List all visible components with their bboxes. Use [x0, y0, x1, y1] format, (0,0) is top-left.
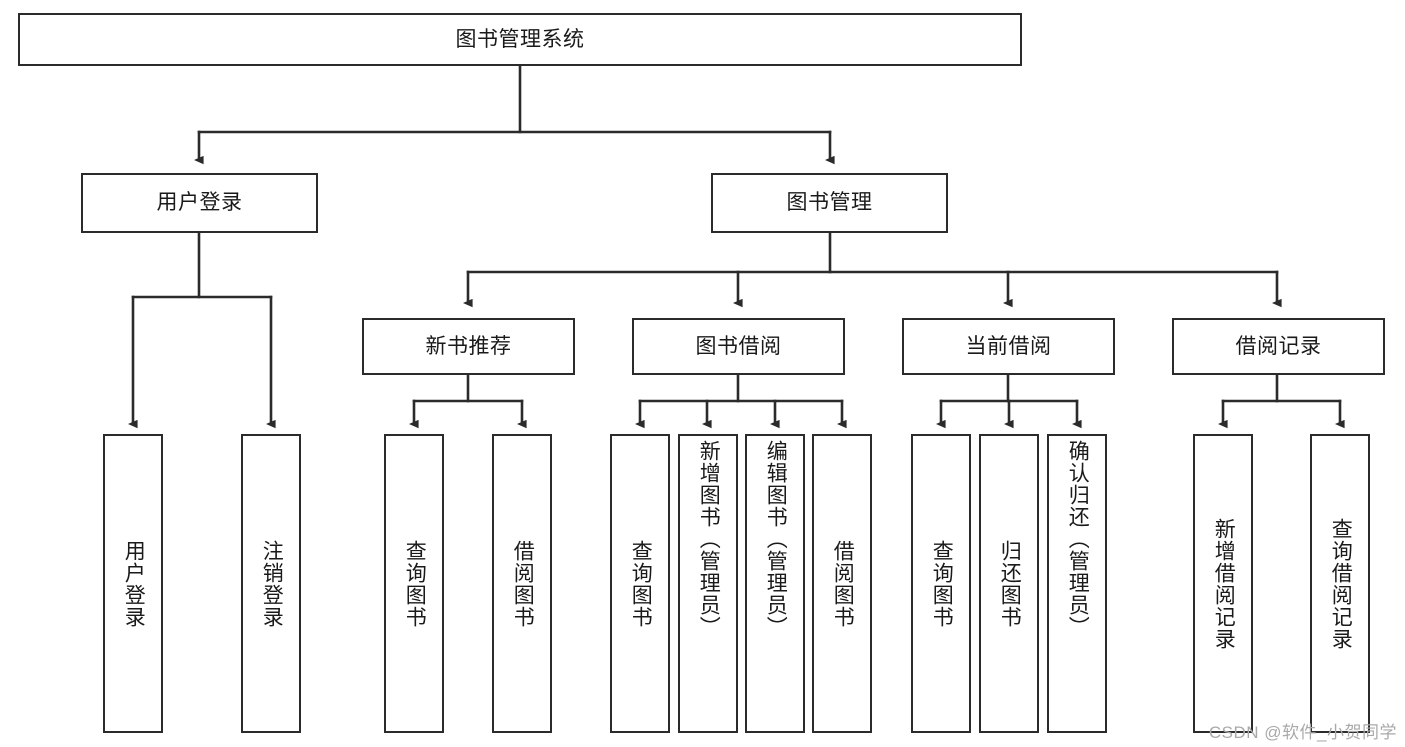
node-leaf-confirm-return[interactable]: 确认归还（管理员）: [1047, 434, 1107, 733]
node-leaf-return-book-label: 归还图书: [998, 539, 1022, 628]
node-leaf-borrow-book-1-label: 借阅图书: [511, 539, 535, 628]
node-new-book-recommend-label: 新书推荐: [425, 334, 512, 358]
node-leaf-borrow-book-1[interactable]: 借阅图书: [492, 434, 552, 733]
node-leaf-query-borrow-record[interactable]: 查询借阅记录: [1310, 434, 1370, 733]
node-book-manage-label: 图书管理: [786, 191, 873, 215]
node-user-login[interactable]: 用户登录: [81, 173, 318, 233]
node-user-login-label: 用户登录: [156, 191, 243, 215]
node-leaf-add-borrow-record[interactable]: 新增借阅记录: [1193, 434, 1253, 733]
node-leaf-query-book-3[interactable]: 查询图书: [911, 434, 971, 733]
node-book-borrow-label: 图书借阅: [695, 334, 782, 358]
node-leaf-user-login[interactable]: 用户登录: [103, 434, 163, 733]
node-leaf-add-borrow-record-label: 新增借阅记录: [1212, 517, 1236, 650]
node-borrow-record-label: 借阅记录: [1235, 334, 1322, 358]
node-root-label: 图书管理系统: [455, 27, 585, 51]
node-leaf-add-book-label: 新增图书（管理员）: [697, 440, 721, 638]
node-book-manage[interactable]: 图书管理: [711, 173, 948, 233]
node-current-borrow[interactable]: 当前借阅: [902, 318, 1115, 375]
node-borrow-record[interactable]: 借阅记录: [1172, 318, 1385, 375]
node-leaf-edit-book-label: 编辑图书（管理员）: [764, 440, 788, 638]
node-leaf-borrow-book-2-label: 借阅图书: [831, 539, 855, 628]
node-book-borrow[interactable]: 图书借阅: [632, 318, 845, 375]
node-leaf-return-book[interactable]: 归还图书: [979, 434, 1039, 733]
node-leaf-logout-login-label: 注销登录: [260, 539, 284, 628]
node-leaf-logout-login[interactable]: 注销登录: [241, 434, 301, 733]
node-new-book-recommend[interactable]: 新书推荐: [362, 318, 575, 375]
node-current-borrow-label: 当前借阅: [965, 334, 1052, 358]
node-leaf-confirm-return-label: 确认归还（管理员）: [1066, 440, 1090, 638]
node-leaf-add-book[interactable]: 新增图书（管理员）: [678, 434, 738, 733]
node-leaf-edit-book[interactable]: 编辑图书（管理员）: [745, 434, 805, 733]
node-leaf-query-book-3-label: 查询图书: [930, 539, 954, 628]
node-leaf-query-borrow-record-label: 查询借阅记录: [1329, 517, 1353, 650]
node-leaf-borrow-book-2[interactable]: 借阅图书: [812, 434, 872, 733]
node-leaf-query-book-1[interactable]: 查询图书: [384, 434, 444, 733]
node-leaf-query-book-1-label: 查询图书: [403, 539, 427, 628]
node-root[interactable]: 图书管理系统: [18, 13, 1022, 66]
node-leaf-query-book-2-label: 查询图书: [629, 539, 653, 628]
csdn-watermark: CSDN @软件_小贺同学: [1208, 723, 1397, 742]
node-leaf-query-book-2[interactable]: 查询图书: [610, 434, 670, 733]
node-leaf-user-login-label: 用户登录: [122, 539, 146, 628]
